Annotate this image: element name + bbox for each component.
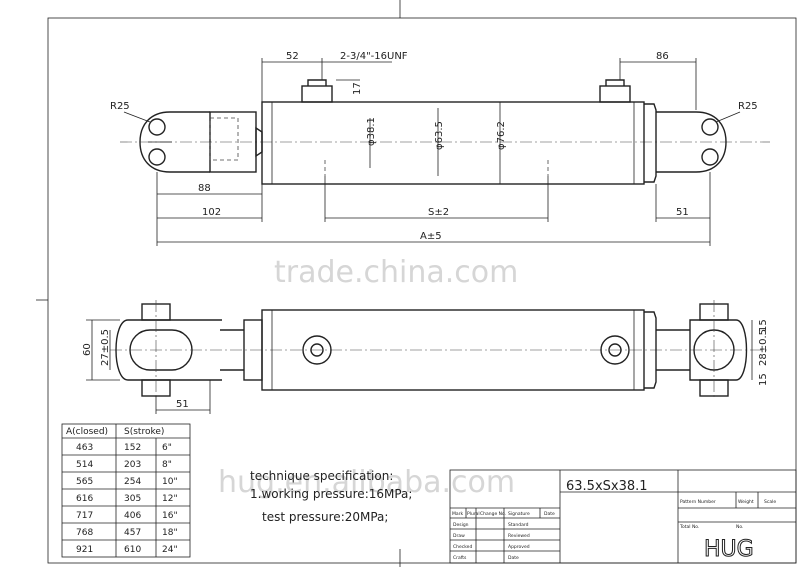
table-cell: 305 [124,494,141,504]
spec-title: technique specification: [250,469,393,483]
spec-line2: test pressure:20MPa; [262,510,388,524]
technique-spec: technique specification: 1.working press… [250,469,412,524]
gland [644,103,657,183]
port-left [301,85,333,103]
port-boss-right [600,335,630,365]
dim-86: 86 [656,51,669,62]
table-cell: 152 [124,443,141,453]
table-cell: 8" [162,460,172,470]
table-cell: 610 [124,545,141,555]
rev-header: Mark [452,511,463,517]
dim-51-bottom: 51 [176,399,189,410]
total-no-label: Total No. [679,524,699,530]
table-cell: 203 [124,460,141,470]
table-cell: 768 [76,528,93,538]
table-cell: 463 [76,443,93,453]
dim-102: 102 [202,207,221,218]
table-cell: 10" [162,477,178,487]
clevis-right [695,111,727,173]
table-cell: 24" [162,545,178,555]
table-cell: 717 [76,511,93,521]
dim-r25-right: R25 [738,101,758,112]
approval-label: Crafts [453,555,467,561]
port-boss-left [302,335,332,365]
pattern-number-label: Pattern Number [680,499,716,505]
spec-line1: 1.working pressure:16MPa; [250,487,412,501]
table-cell: 565 [76,477,93,487]
clevis-side-right [689,319,748,381]
table-cell: 6" [162,443,172,453]
table-cell: 254 [124,477,141,487]
approval-label: Standard [508,522,529,528]
table-header-s: S(stroke) [124,427,164,437]
approval-label: Checked [453,544,472,550]
no-label: No. [736,524,743,530]
approval-label: Design [453,522,469,528]
barrel [261,101,645,185]
rev-header: Date [544,511,555,517]
watermark-top: trade.china.com [274,255,518,290]
approval-label: Draw [453,533,465,539]
clevis-left [139,111,171,173]
model-number: 63.5xSx38.1 [566,479,648,494]
dim-outer: φ76.2 [496,121,507,150]
dim-88: 88 [198,183,211,194]
table-cell: 457 [124,528,141,538]
title-block: 63.5xSx38.1 Mark Plural Change No. Signa… [449,469,797,564]
size-table: A(closed) S(stroke) 463 152 6" 514 203 8… [61,423,191,558]
dim-stroke: S±2 [428,207,449,218]
table-cell: 616 [76,494,93,504]
top-view: φ38.1 φ63.5 φ76.2 52 2-3/4"-16UNF 17 86 … [110,51,770,246]
drawing-frame [47,17,797,564]
dim-r25-left: R25 [110,101,130,112]
dim-15a: 15 [758,319,769,332]
dim-17: 17 [352,82,363,95]
side-view: 60 27±0.5 51 15 28±0.5 15 [82,300,770,414]
dim-51-top: 51 [676,207,689,218]
table-cell: 16" [162,511,178,521]
approval-label: Reviewed [508,533,530,539]
dim-bore: φ63.5 [434,121,445,150]
table-cell: 18" [162,528,178,538]
table-cell: 921 [76,545,93,555]
approval-label: Date [508,555,519,561]
dim-bore-rod: φ38.1 [366,117,377,146]
clevis-side-left [115,319,222,381]
rev-header: Plural [467,511,480,517]
dim-27: 27±0.5 [100,329,111,366]
dim-52: 52 [286,51,299,62]
dim-overall: A±5 [420,231,442,242]
dim-15b: 15 [758,373,769,386]
dim-60: 60 [82,343,93,356]
approval-label: Approved [508,544,530,550]
dim-thread: 2-3/4"-16UNF [340,51,408,62]
table-cell: 514 [76,460,93,470]
table-cell: 12" [162,494,178,504]
port-right [599,85,631,103]
dim-28: 28±0.5 [758,329,769,366]
rev-header: Signature [508,511,530,517]
table-cell: 406 [124,511,141,521]
table-header-a: A(closed) [66,427,108,437]
weight-label: Weight [738,499,754,505]
watermark-bottom: hug.en.alibaba.com [218,465,515,500]
scale-label: Scale [764,499,776,505]
hug-logo: HUG [704,537,754,562]
rev-header: Change No. [480,511,506,517]
